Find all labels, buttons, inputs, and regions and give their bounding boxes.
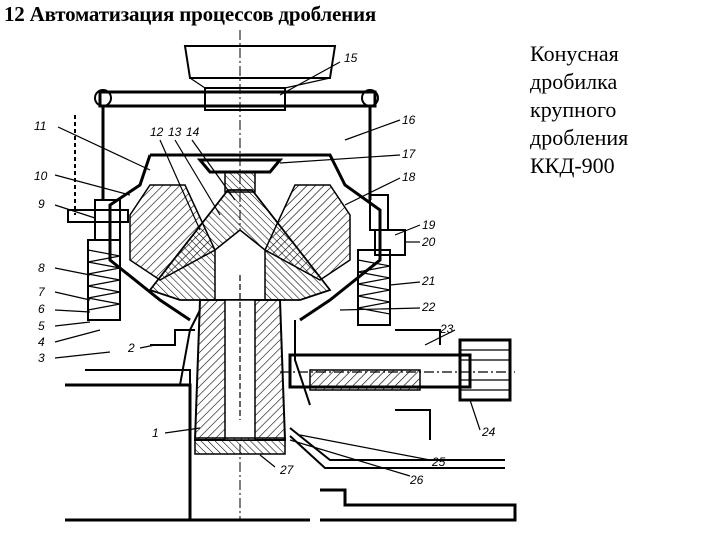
label-2: 2 — [127, 341, 135, 355]
feed-hopper — [183, 45, 337, 111]
hydraulic-cylinder — [369, 194, 406, 256]
label-17: 17 — [402, 147, 417, 161]
caption-line-3: крупного — [530, 97, 617, 122]
label-7: 7 — [38, 285, 46, 299]
oil-pipe — [289, 427, 505, 469]
label-20: 20 — [421, 235, 436, 249]
crushing-cone — [148, 189, 332, 301]
cross-beam — [94, 89, 379, 108]
label-24: 24 — [481, 425, 496, 439]
label-8: 8 — [38, 261, 45, 275]
label-21: 21 — [421, 274, 435, 288]
leader-lines — [54, 61, 481, 477]
label-10: 10 — [34, 169, 48, 183]
spring-right — [357, 249, 391, 326]
label-26: 26 — [409, 473, 424, 487]
label-25: 25 — [431, 455, 446, 469]
spring-left — [87, 239, 121, 321]
label-22: 22 — [421, 300, 436, 314]
label-19: 19 — [422, 218, 436, 232]
caption-line-4: дробления — [530, 125, 629, 150]
eccentric-bushing — [193, 275, 287, 441]
label-16: 16 — [402, 113, 416, 127]
lower-left-line — [150, 329, 195, 346]
caption: Конусная дробилка крупного дробления ККД… — [530, 40, 715, 180]
label-11: 11 — [34, 119, 46, 133]
left-bracket — [67, 199, 129, 241]
caption-line-5: ККД-900 — [530, 153, 615, 178]
label-18: 18 — [402, 170, 416, 184]
label-23: 23 — [439, 322, 454, 336]
label-12: 12 — [150, 125, 164, 139]
label-9: 9 — [38, 197, 45, 211]
slide-title: 12 Автоматизация процессов дробления — [4, 2, 377, 26]
label-5: 5 — [38, 319, 45, 333]
label-15: 15 — [344, 51, 358, 65]
label-3: 3 — [38, 351, 45, 365]
label-4: 4 — [38, 335, 45, 349]
part-labels: 15 16 17 18 19 20 21 22 23 24 25 26 27 1… — [34, 51, 496, 487]
label-13: 13 — [168, 125, 182, 139]
caption-line-2: дробилка — [530, 69, 618, 94]
tie-rod-left — [74, 106, 105, 215]
foundation — [65, 309, 517, 522]
label-14: 14 — [186, 125, 200, 139]
label-27: 27 — [279, 463, 295, 477]
caption-line-1: Конусная — [530, 41, 619, 66]
drive-shaft — [280, 329, 515, 440]
label-6: 6 — [38, 302, 45, 316]
label-1: 1 — [152, 426, 159, 440]
